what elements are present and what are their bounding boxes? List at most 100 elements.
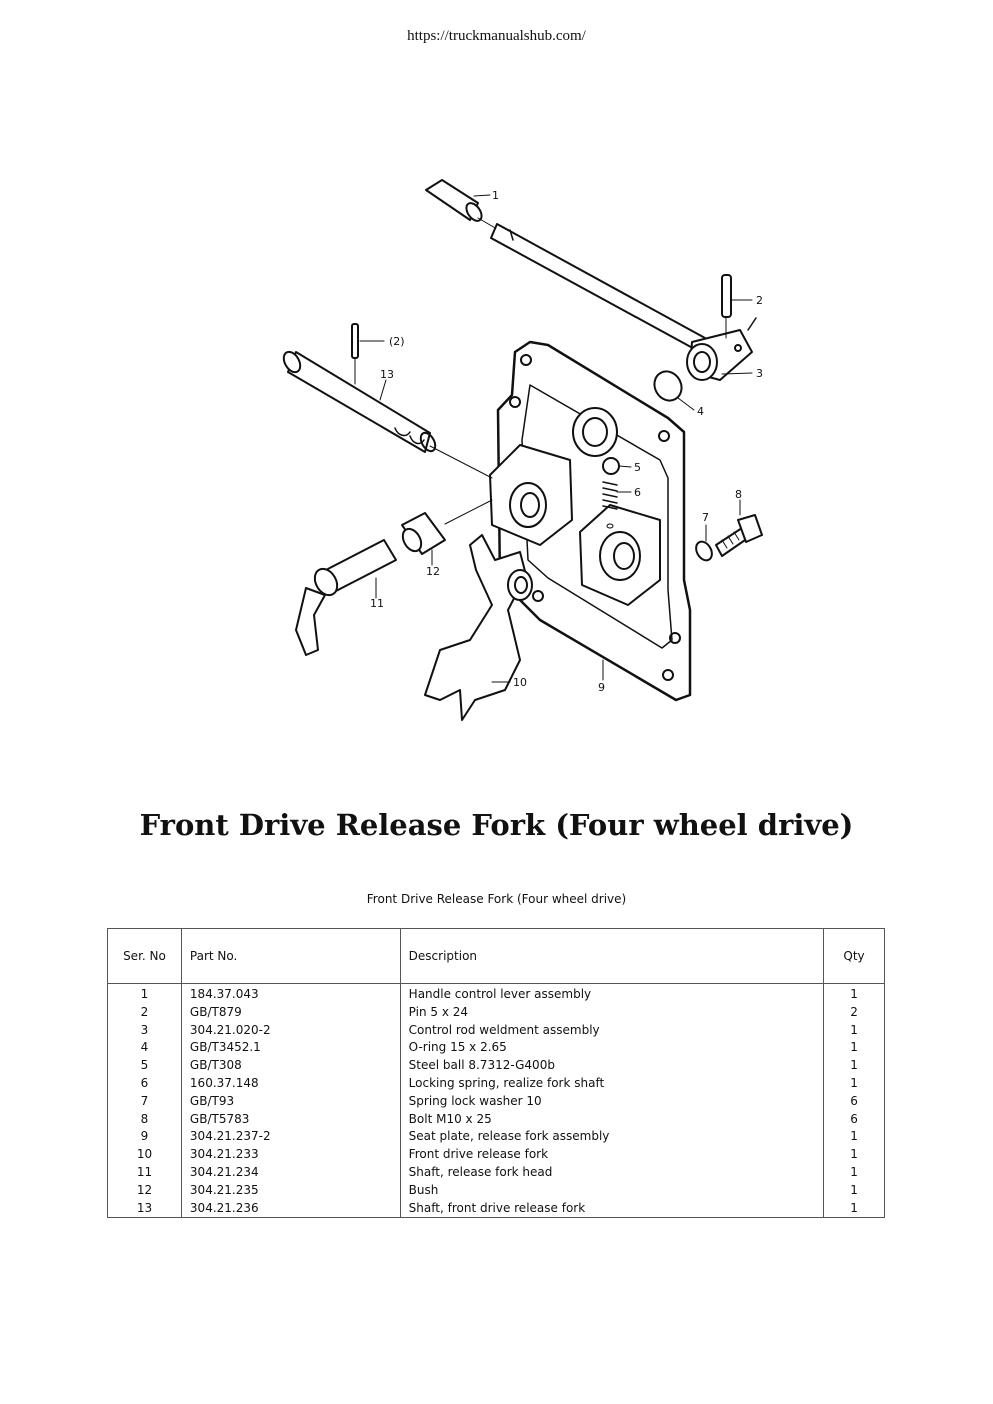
bush-part xyxy=(401,499,493,555)
cell-description: Steel ball 8.7312-G400b xyxy=(399,1057,825,1075)
cell-part-no: 304.21.237-2 xyxy=(180,1128,401,1147)
cell-part-no: GB/T93 xyxy=(180,1092,401,1111)
cell-qty: 1 xyxy=(823,1163,885,1182)
cell-qty: 1 xyxy=(823,1074,885,1093)
cell-qty: 1 xyxy=(823,1146,885,1164)
cell-ser-no: 7 xyxy=(107,1092,182,1111)
cell-description: Front drive release fork xyxy=(399,1146,825,1164)
upper-boss-part xyxy=(489,407,618,546)
cell-description: Pin 5 x 24 xyxy=(399,1003,825,1022)
cell-part-no: 304.21.235 xyxy=(180,1181,401,1200)
locking-spring-part xyxy=(602,481,618,529)
cell-ser-no: 11 xyxy=(107,1163,182,1182)
spring-washer-part xyxy=(695,540,713,562)
callout-leaders xyxy=(359,194,753,683)
cell-qty: 1 xyxy=(823,1128,885,1147)
bolt-part xyxy=(715,514,763,557)
cell-part-no: GB/T5783 xyxy=(180,1110,401,1129)
callout-9: 9 xyxy=(598,681,605,694)
cell-description: Bush xyxy=(399,1181,825,1200)
callout-12: 12 xyxy=(426,565,440,578)
cell-part-no: 304.21.233 xyxy=(180,1146,401,1164)
o-ring-part xyxy=(653,370,683,402)
cell-description: Handle control lever assembly xyxy=(399,983,825,1004)
header-url[interactable]: https://truckmanualshub.com/ xyxy=(407,28,586,44)
release-fork-head-shaft-part xyxy=(295,539,397,656)
cell-description: O-ring 15 x 2.65 xyxy=(399,1039,825,1058)
cell-description: Locking spring, realize fork shaft xyxy=(399,1074,825,1093)
handle-knob-part xyxy=(425,179,483,222)
callout-8: 8 xyxy=(735,488,742,501)
callout-1: 1 xyxy=(492,189,499,202)
col-header-ser-no: Ser. No xyxy=(107,928,182,984)
callout-2-paren: (2) xyxy=(389,335,405,348)
cell-ser-no: 1 xyxy=(107,983,182,1004)
cell-qty: 6 xyxy=(823,1092,885,1111)
cell-ser-no: 5 xyxy=(107,1057,182,1075)
cell-part-no: 304.21.020-2 xyxy=(180,1021,401,1040)
cell-qty: 1 xyxy=(823,1199,885,1219)
cell-part-no: GB/T879 xyxy=(180,1003,401,1022)
cell-description: Shaft, release fork head xyxy=(399,1163,825,1182)
callout-5: 5 xyxy=(634,461,641,474)
cell-part-no: 160.37.148 xyxy=(180,1074,401,1093)
cell-part-no: 184.37.043 xyxy=(180,983,401,1004)
cell-description: Control rod weldment assembly xyxy=(399,1021,825,1040)
table-caption: Front Drive Release Fork (Four wheel dri… xyxy=(366,892,627,906)
cell-qty: 1 xyxy=(823,983,885,1004)
cell-part-no: GB/T3452.1 xyxy=(180,1039,401,1058)
cell-qty: 1 xyxy=(823,1039,885,1058)
exploded-parts-diagram: 1 2 (2) 3 4 5 6 7 8 9 10 11 12 13 xyxy=(270,170,790,730)
cell-part-no: GB/T308 xyxy=(180,1057,401,1075)
callout-7: 7 xyxy=(702,511,709,524)
page-title: Front Drive Release Fork (Four wheel dri… xyxy=(139,808,854,842)
release-fork-part xyxy=(424,534,533,721)
control-rod-part xyxy=(477,217,757,381)
cell-qty: 1 xyxy=(823,1181,885,1200)
table-header-row: Ser. No Part No. Description Qty xyxy=(107,928,885,984)
cell-description: Shaft, front drive release fork xyxy=(399,1199,825,1219)
col-header-description: Description xyxy=(399,928,825,984)
cell-qty: 2 xyxy=(823,1003,885,1022)
cell-ser-no: 10 xyxy=(107,1146,182,1164)
col-header-part-no: Part No. xyxy=(180,928,401,984)
cell-description: Seat plate, release fork assembly xyxy=(399,1128,825,1147)
callout-2: 2 xyxy=(756,294,763,307)
cell-part-no: 304.21.234 xyxy=(180,1163,401,1182)
cell-part-no: 304.21.236 xyxy=(180,1199,401,1219)
cell-qty: 1 xyxy=(823,1021,885,1040)
callout-4: 4 xyxy=(697,405,704,418)
callout-10: 10 xyxy=(513,676,527,689)
cell-description: Bolt M10 x 25 xyxy=(399,1110,825,1129)
steel-ball-part xyxy=(602,457,620,475)
cell-ser-no: 9 xyxy=(107,1128,182,1147)
cell-qty: 6 xyxy=(823,1110,885,1129)
cell-ser-no: 6 xyxy=(107,1074,182,1093)
col-header-qty: Qty xyxy=(823,928,885,984)
shaft-pin-part xyxy=(351,323,359,385)
lower-boss-part xyxy=(579,504,661,606)
callout-11: 11 xyxy=(370,597,384,610)
cell-ser-no: 4 xyxy=(107,1039,182,1058)
cell-ser-no: 8 xyxy=(107,1110,182,1129)
fork-shaft-part xyxy=(282,350,493,479)
cell-ser-no: 3 xyxy=(107,1021,182,1040)
callout-6: 6 xyxy=(634,486,641,499)
callout-3: 3 xyxy=(756,367,763,380)
pin-part xyxy=(721,274,732,339)
cell-qty: 1 xyxy=(823,1057,885,1075)
